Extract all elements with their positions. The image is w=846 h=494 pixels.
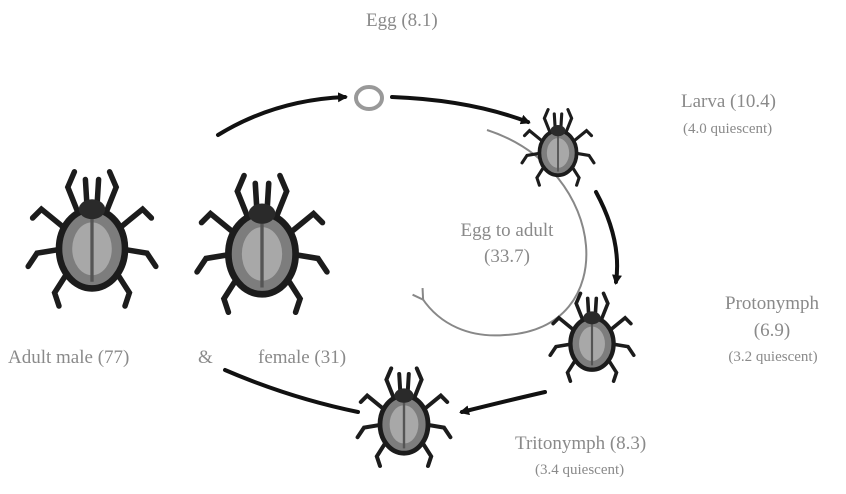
larva-mite-icon bbox=[522, 110, 594, 186]
tritonymph-mite-icon bbox=[358, 368, 451, 466]
tritonymph-quiescent-note: (3.4 quiescent) bbox=[535, 462, 624, 479]
egg-to-adult-value: (33.7) bbox=[432, 245, 582, 269]
larva-label: Larva (10.4) bbox=[681, 91, 776, 113]
adult-female-mite-icon bbox=[197, 176, 327, 313]
larva-quiescent-note: (4.0 quiescent) bbox=[683, 121, 772, 138]
egg-to-adult-title: Egg to adult bbox=[432, 219, 582, 243]
egg-icon bbox=[356, 87, 382, 109]
adult-female-label: female (31) bbox=[258, 347, 346, 369]
ampersand-label: & bbox=[198, 347, 213, 369]
protonymph-duration: (6.9) bbox=[716, 320, 828, 342]
protonymph-mite-icon bbox=[550, 293, 634, 381]
tritonymph-label: Tritonymph (8.3) bbox=[515, 433, 646, 455]
protonymph-label: Protonymph bbox=[716, 293, 828, 315]
protonymph-quiescent-note: (3.2 quiescent) bbox=[714, 349, 832, 366]
adult-male-mite-icon bbox=[28, 172, 156, 306]
adult-male-label: Adult male (77) bbox=[8, 347, 129, 369]
egg-label: Egg (8.1) bbox=[366, 10, 438, 32]
